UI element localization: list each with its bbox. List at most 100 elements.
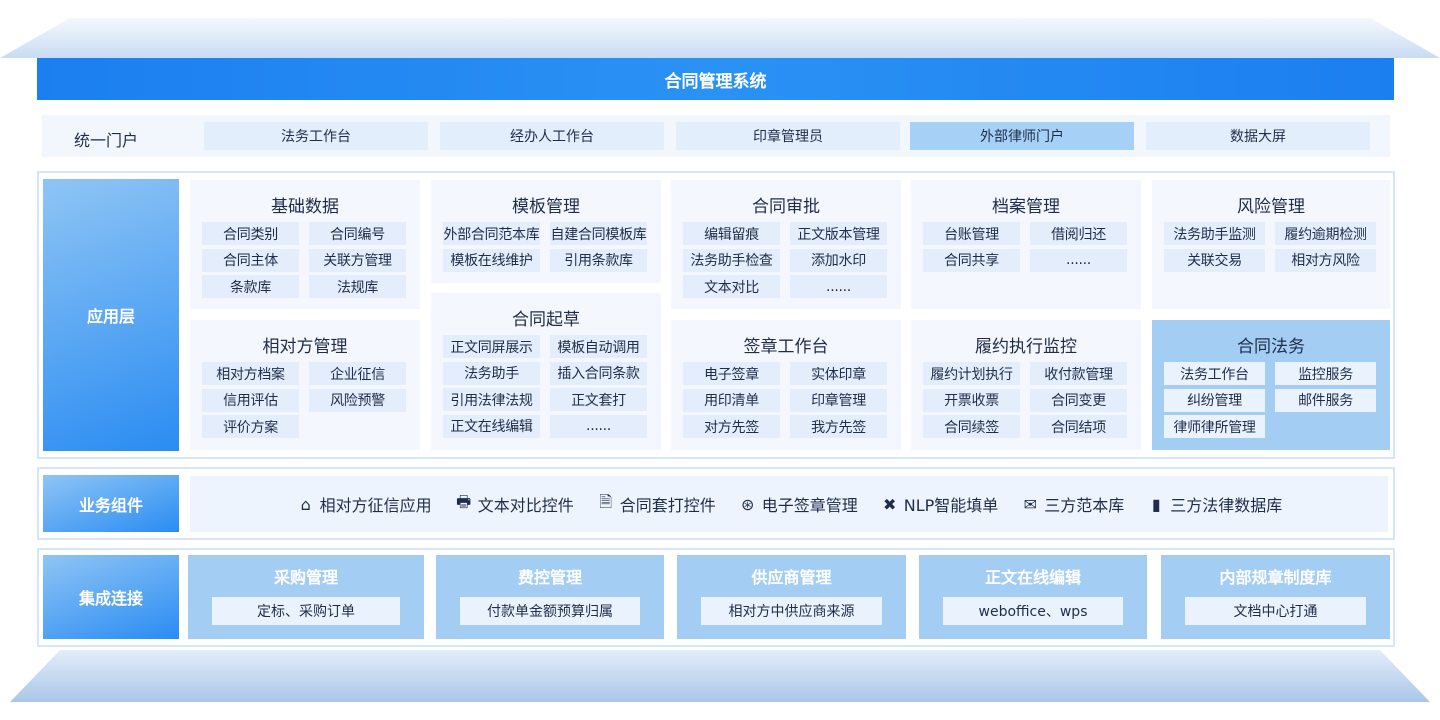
app-layer-label: 应用层 [43,179,179,451]
module-item[interactable]: 正文套打 [550,388,647,411]
module-item[interactable]: 法务助手检查 [683,248,780,272]
component-label: 电子签章管理 [761,496,858,515]
component-item[interactable]: ▮ 三方法律数据库 [1146,492,1282,516]
module-item[interactable]: 实体印章 [790,362,887,385]
module-title: 基础数据 [271,197,339,217]
module-item[interactable]: 合同结项 [1030,415,1127,438]
module-item[interactable]: 添加水印 [790,248,887,272]
module-item[interactable]: 引用法律法规 [443,388,540,411]
module-item[interactable]: 正文在线编辑 [443,414,540,438]
stamp-icon: ⊛ [741,494,755,514]
integration-detail[interactable]: 相对方中供应商来源 [701,597,882,625]
integration-title: 正文在线编辑 [984,568,1081,587]
module-card: 合同法务法务工作台监控服务纠纷管理邮件服务律师律所管理 [1152,320,1390,450]
module-title: 合同起草 [512,310,580,330]
module-item[interactable]: 企业征信 [309,362,406,385]
module-item[interactable]: 插入合同条款 [550,361,647,385]
module-item[interactable]: 合同主体 [202,248,299,272]
module-item[interactable]: 法规库 [309,275,406,298]
portal-button[interactable]: 法务工作台 [204,122,428,150]
module-item[interactable]: 合同共享 [923,248,1020,272]
integration-card: 费控管理付款单金额预算归属 [436,555,664,639]
module-card: 合同审批编辑留痕正文版本管理法务助手检查添加水印文本对比...... [671,180,901,309]
mail-check-icon: ✉ [1023,494,1037,514]
integration-detail[interactable]: 付款单金额预算归属 [460,597,640,625]
module-item[interactable]: 印章管理 [790,388,887,412]
integration-detail[interactable]: 定标、采购订单 [212,597,400,625]
component-item[interactable]: ✖NLP智能填单 [880,492,999,516]
module-item[interactable]: 法务工作台 [1164,362,1265,385]
portal-button[interactable]: 数据大屏 [1146,122,1370,150]
module-item[interactable]: 风险预警 [309,388,406,412]
module-card: 基础数据合同类别合同编号合同主体关联方管理条款库法规库 [190,180,420,309]
module-title: 档案管理 [992,197,1060,217]
module-item[interactable]: 关联交易 [1164,248,1265,272]
top-platform-decoration [0,18,1440,58]
integration-detail[interactable]: 文档中心打通 [1185,597,1366,625]
component-label: NLP智能填单 [903,496,999,515]
module-item[interactable]: 邮件服务 [1275,388,1376,412]
module-item[interactable]: 收付款管理 [1030,362,1127,385]
component-item[interactable]: ⊛ 电子签章管理 [738,492,858,516]
folder-icon: ▮ [1151,494,1161,514]
module-item[interactable]: 外部合同范本库 [443,222,540,245]
module-item[interactable]: 纠纷管理 [1164,388,1265,412]
module-item[interactable]: 开票收票 [923,388,1020,412]
component-label: 文本对比控件 [477,496,574,515]
module-item[interactable]: 正文版本管理 [790,222,887,245]
component-item[interactable]: ✉三方范本库 [1020,492,1125,516]
module-item[interactable]: 履约计划执行 [923,362,1020,385]
module-item[interactable]: 信用评估 [202,388,299,412]
module-item[interactable]: 法务助手监测 [1164,222,1265,245]
module-item[interactable]: 关联方管理 [309,248,406,272]
module-item[interactable]: 相对方档案 [202,362,299,385]
module-item[interactable]: 合同编号 [309,222,406,245]
module-item[interactable]: 对方先签 [683,415,780,438]
module-item[interactable]: 台账管理 [923,222,1020,245]
module-item[interactable]: 正文同屏展示 [443,335,540,358]
module-item[interactable]: 合同类别 [202,222,299,245]
integration-detail[interactable]: weboffice、wps [943,597,1123,625]
module-item[interactable]: 法务助手 [443,361,540,385]
module-item[interactable]: 监控服务 [1275,362,1376,385]
component-item[interactable]: 🖶文本对比控件 [454,492,574,516]
portal-button[interactable]: 印章管理员 [676,122,900,150]
module-title: 签章工作台 [743,337,829,357]
module-item[interactable]: 用印清单 [683,388,780,412]
home-icon: ⌂ [300,494,311,514]
bottom-platform-decoration [10,650,1430,702]
module-item[interactable]: 条款库 [202,275,299,298]
module-item[interactable]: ...... [790,275,887,298]
module-item[interactable]: 引用条款库 [550,248,647,272]
module-item[interactable]: 评价方案 [202,415,299,438]
integration-label: 集成连接 [43,555,179,639]
module-item[interactable]: 电子签章 [683,362,780,385]
module-item[interactable]: 我方先签 [790,415,887,438]
document-search-icon: 🗎 [599,491,613,511]
module-item[interactable]: 合同续签 [923,415,1020,438]
component-label: 相对方征信应用 [319,496,432,515]
module-item[interactable]: 相对方风险 [1275,248,1376,272]
component-item[interactable]: ⌂ 相对方征信应用 [296,492,432,516]
module-item[interactable]: 文本对比 [683,275,780,298]
module-item[interactable]: 合同变更 [1030,388,1127,412]
module-item[interactable]: 模板在线维护 [443,248,540,272]
module-item[interactable]: 模板自动调用 [550,335,647,358]
system-title-bar: 合同管理系统 [37,58,1394,100]
module-card: 相对方管理相对方档案企业征信信用评估风险预警评价方案 [190,320,420,450]
component-item[interactable]: 🗎合同套打控件 [596,491,715,516]
component-label: 三方法律数据库 [1170,496,1283,515]
module-item[interactable]: 履约逾期检测 [1275,222,1376,245]
module-item[interactable]: 借阅归还 [1030,222,1127,245]
module-item[interactable]: ...... [1030,248,1127,272]
module-item[interactable]: 律师律所管理 [1164,415,1265,438]
integration-card: 供应商管理相对方中供应商来源 [677,555,906,639]
module-item[interactable]: 编辑留痕 [683,222,780,245]
system-title: 合同管理系统 [664,71,767,92]
portal-button[interactable]: 外部律师门户 [910,122,1134,150]
module-item[interactable]: 自建合同模板库 [550,222,647,245]
module-title: 合同法务 [1237,337,1305,357]
module-item[interactable]: ...... [550,414,647,438]
integration-title: 费控管理 [517,568,582,587]
portal-button[interactable]: 经办人工作台 [440,122,664,150]
